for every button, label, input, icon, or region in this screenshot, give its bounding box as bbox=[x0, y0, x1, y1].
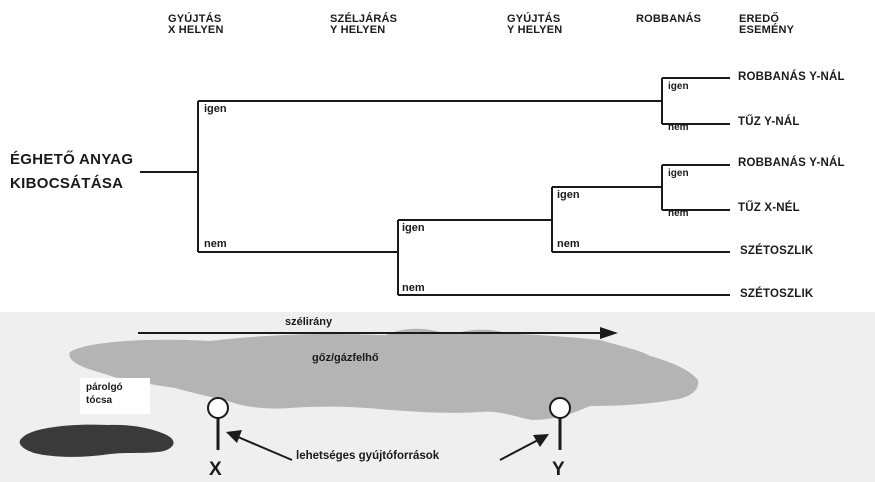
header-result: EREDŐ ESEMÉNY bbox=[739, 14, 794, 36]
outcome-1: ROBBANÁS Y-NÁL bbox=[738, 71, 845, 83]
branch-label-x-no: nem bbox=[204, 238, 227, 250]
cloud-label: gőz/gázfelhő bbox=[312, 352, 379, 364]
header-ignition-y: GYÚJTÁS Y HELYEN bbox=[507, 14, 562, 36]
branch-label-drift-yes: igen bbox=[402, 222, 425, 234]
pool-label-line1: párolgó bbox=[86, 381, 123, 394]
evaporating-pool bbox=[20, 425, 174, 457]
header-ignition-y-line2: Y HELYEN bbox=[507, 25, 562, 36]
branch-label-bottom-explosion-yes: igen bbox=[668, 168, 689, 179]
header-drift-y: SZÉLJÁRÁS Y HELYEN bbox=[330, 14, 397, 36]
outcome-6: SZÉTOSZLIK bbox=[740, 288, 813, 300]
location-x-label: X bbox=[209, 459, 222, 481]
outcome-2: TŰZ Y-NÁL bbox=[738, 116, 800, 128]
branch-label-x-yes: igen bbox=[204, 103, 227, 115]
source-label-line1: ÉGHETŐ ANYAG bbox=[10, 148, 133, 172]
pool-label-line2: tócsa bbox=[86, 394, 123, 407]
pool-label: párolgó tócsa bbox=[86, 381, 123, 407]
header-result-line2: ESEMÉNY bbox=[739, 25, 794, 36]
branch-label-y-no: nem bbox=[557, 238, 580, 250]
source-label: ÉGHETŐ ANYAG KIBOCSÁTÁSA bbox=[10, 148, 133, 196]
header-ignition-x-line2: X HELYEN bbox=[168, 25, 224, 36]
outcome-5: SZÉTOSZLIK bbox=[740, 245, 813, 257]
outcome-4: TŰZ X-NÉL bbox=[738, 202, 800, 214]
tree-lines bbox=[140, 78, 730, 295]
source-label-line2: KIBOCSÁTÁSA bbox=[10, 172, 133, 196]
branch-label-drift-no: nem bbox=[402, 282, 425, 294]
wind-direction-label: szélirány bbox=[285, 316, 332, 328]
header-explosion: ROBBANÁS bbox=[636, 14, 701, 25]
branch-label-bottom-explosion-no: nem bbox=[668, 208, 689, 219]
ignition-sources-label: lehetséges gyújtóforrások bbox=[296, 450, 439, 462]
location-y-label: Y bbox=[552, 459, 565, 481]
header-ignition-x: GYÚJTÁS X HELYEN bbox=[168, 14, 224, 36]
header-drift-y-line2: Y HELYEN bbox=[330, 25, 397, 36]
header-explosion-line1: ROBBANÁS bbox=[636, 14, 701, 25]
branch-label-top-explosion-yes: igen bbox=[668, 81, 689, 92]
outcome-3: ROBBANÁS Y-NÁL bbox=[738, 157, 845, 169]
branch-label-y-yes: igen bbox=[557, 189, 580, 201]
branch-label-top-explosion-no: nem bbox=[668, 122, 689, 133]
